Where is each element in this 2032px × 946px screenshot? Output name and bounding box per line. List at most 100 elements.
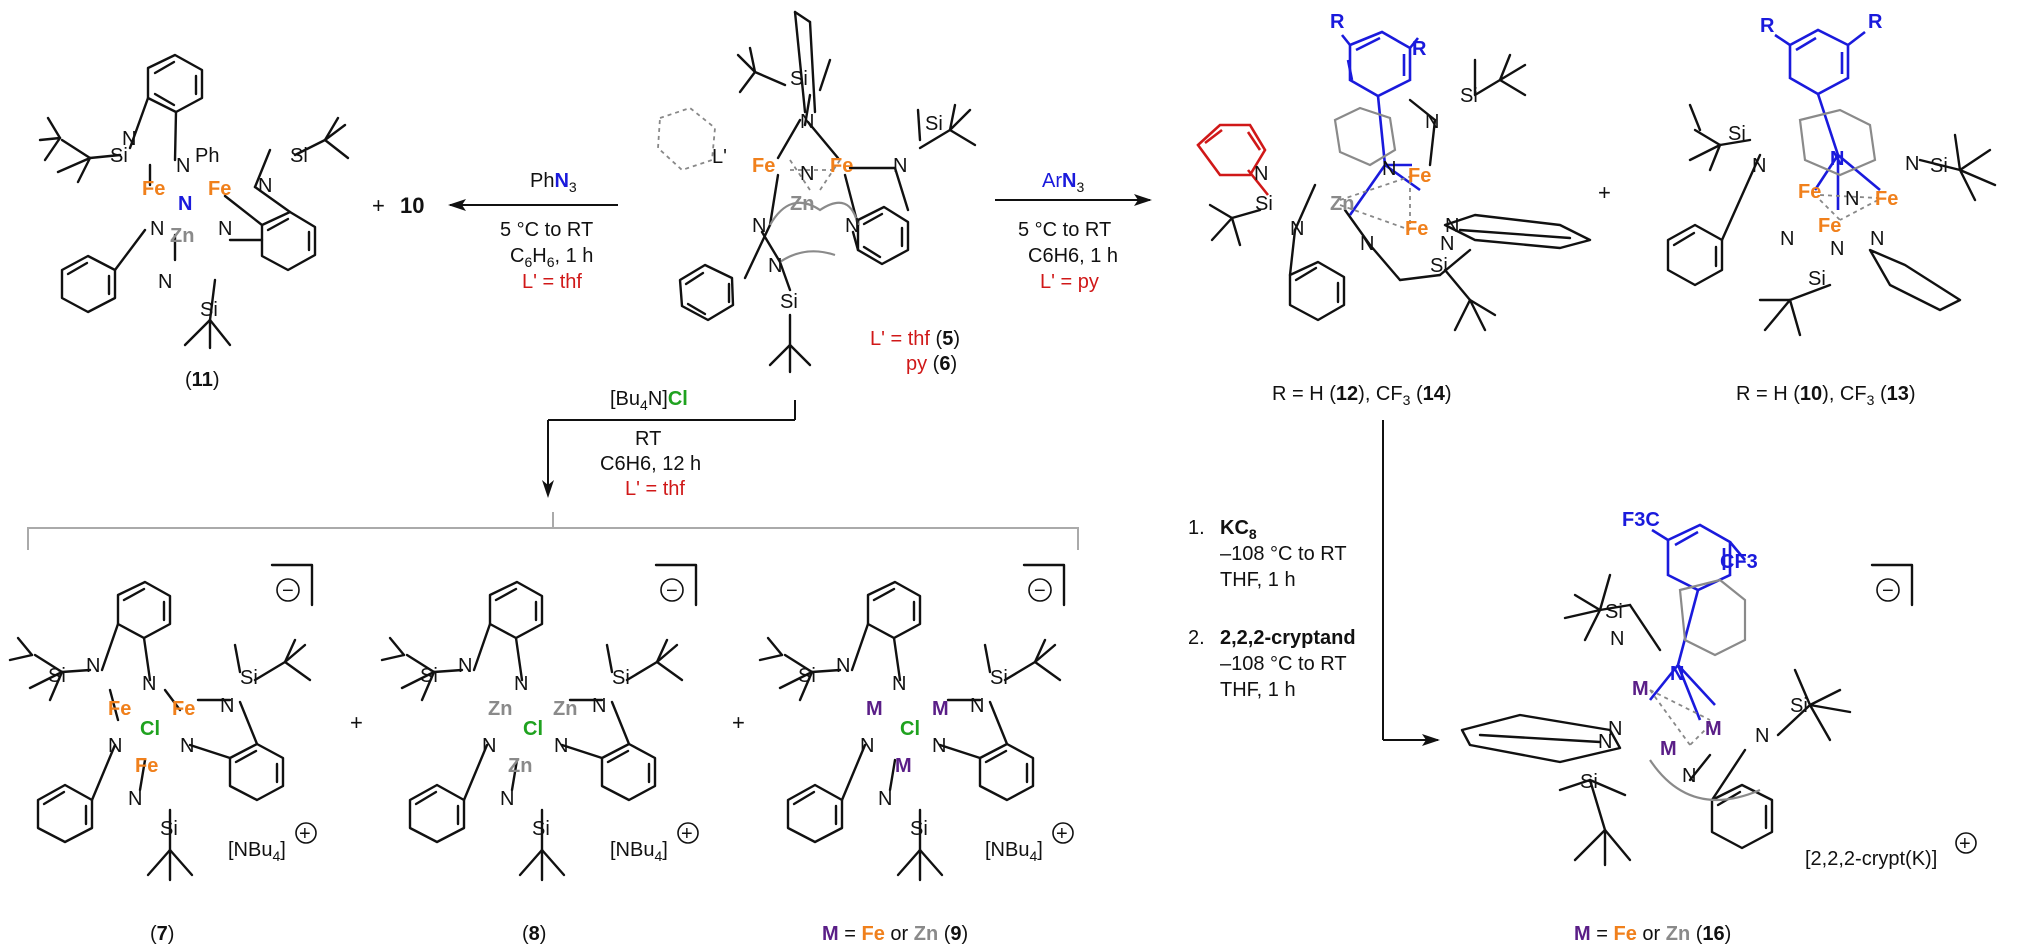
compound-11: Si N N Ph Fe N Fe N Si N Zn N N Si (11) xyxy=(38,53,350,391)
n-label: N xyxy=(158,271,172,293)
compound-9: Si N N M M Cl N Si N N M N Si [NBu4] + −… xyxy=(758,563,1074,945)
plus-charge: + xyxy=(681,823,693,845)
si-label: Si xyxy=(798,665,816,687)
n-label: N xyxy=(1830,238,1844,260)
n-azide-label: N xyxy=(178,193,192,215)
label-10-13: R = H (10), CF3 (13) xyxy=(1736,383,1916,408)
n-label: N xyxy=(514,673,528,695)
n-label: N xyxy=(892,673,906,695)
n-label: N xyxy=(1425,111,1439,133)
step2-solvent: THF, 1 h xyxy=(1220,679,1296,701)
m-label: M xyxy=(1705,718,1722,740)
m-label: M xyxy=(1632,678,1649,700)
compound-10-13: R R Si N Fe N N Fe Fe N Si N N N Si R = … xyxy=(1666,11,1997,408)
n-label: N xyxy=(1682,765,1696,787)
reaction-right: ArN3 5 °C to RT C6H6, 1 h L' = py xyxy=(995,170,1152,293)
compound-number-7: (7) xyxy=(150,923,174,945)
si-label: Si xyxy=(780,291,798,313)
n-label: N xyxy=(258,175,272,197)
si-label: Si xyxy=(110,145,128,167)
n-label: N xyxy=(180,735,194,757)
plus-left: + xyxy=(372,193,385,218)
label-12-14: R = H (12), CF3 (14) xyxy=(1272,383,1452,408)
plus-charge: + xyxy=(1959,833,1971,855)
n-label: N xyxy=(1905,153,1919,175)
si-label: Si xyxy=(240,667,258,689)
n-label: N xyxy=(1608,718,1622,740)
n-label: N xyxy=(108,735,122,757)
minus-charge: − xyxy=(1882,580,1894,602)
ligand-l-label: L' xyxy=(712,146,727,168)
counterion-nbu4: [NBu4] xyxy=(985,839,1043,864)
compound-8: Si N N Zn Zn Cl N Si N N Zn N Si [NBu4] … xyxy=(380,563,699,945)
n-label: N xyxy=(1598,731,1612,753)
solvent-right: C6H6, 1 h xyxy=(1028,245,1118,267)
fe-label: Fe xyxy=(752,155,775,177)
si-label: Si xyxy=(1580,771,1598,793)
reaction-reduction: 1. KC8 –108 °C to RT THF, 1 h 2. 2,2,2-c… xyxy=(1188,420,1440,746)
fe-label: Fe xyxy=(208,178,231,200)
n-label: N xyxy=(218,218,232,240)
n-label: N xyxy=(893,155,907,177)
si-label: Si xyxy=(532,818,550,840)
plus-charge: + xyxy=(1056,823,1068,845)
temp-right: 5 °C to RT xyxy=(1018,219,1111,241)
fe-label: Fe xyxy=(1818,215,1841,237)
m-label: M xyxy=(866,698,883,720)
si-label: Si xyxy=(1790,695,1808,717)
temp-left: 5 °C to RT xyxy=(500,219,593,241)
si-label: Si xyxy=(612,667,630,689)
zn-label: Zn xyxy=(790,193,814,215)
n-label: N xyxy=(1290,218,1304,240)
start-complex-5-6: L' Si N Fe Fe N Zn N Si N N N Si L' = th… xyxy=(657,10,977,375)
zn-label: Zn xyxy=(553,698,577,720)
n-label: N xyxy=(220,695,234,717)
step1-temp: –108 °C to RT xyxy=(1220,543,1347,565)
plus-12-10: + xyxy=(1598,180,1611,205)
n-label: N xyxy=(878,788,892,810)
fe-label: Fe xyxy=(1798,181,1821,203)
reagent-arn3: ArN3 xyxy=(1042,170,1084,195)
n-label: N xyxy=(970,695,984,717)
si-label: Si xyxy=(925,113,943,135)
si-label: Si xyxy=(1808,268,1826,290)
f3c-substituent: F3C xyxy=(1622,509,1660,531)
reagent-phn3: PhN3 xyxy=(530,170,577,195)
plus-7-8: + xyxy=(350,710,363,735)
fe-label: Fe xyxy=(1408,165,1431,187)
cl-label: Cl xyxy=(523,718,543,740)
compound-number-16: M = Fe or Zn (16) xyxy=(1574,923,1731,945)
si-label: Si xyxy=(1460,85,1478,107)
fe-label: Fe xyxy=(1405,218,1428,240)
si-label: Si xyxy=(790,68,808,90)
n-label: N xyxy=(142,673,156,695)
minus-charge: − xyxy=(1034,580,1046,602)
compound-number-8: (8) xyxy=(522,923,546,945)
step1-reagent: KC8 xyxy=(1220,517,1257,542)
product-10-left: 10 xyxy=(400,193,424,218)
n-label: N xyxy=(458,655,472,677)
step2-temp: –108 °C to RT xyxy=(1220,653,1347,675)
si-label: Si xyxy=(1255,193,1273,215)
temp-down: RT xyxy=(635,428,661,450)
counterion-nbu4: [NBu4] xyxy=(228,839,286,864)
n-label: N xyxy=(752,215,766,237)
minus-charge: − xyxy=(282,580,294,602)
r-substituent: R xyxy=(1868,11,1883,33)
cl-label: Cl xyxy=(140,718,160,740)
n-azide-label: N xyxy=(1670,663,1684,685)
n-label: N xyxy=(800,111,814,133)
n-label: N xyxy=(1445,215,1459,237)
reaction-left: PhN3 5 °C to RT C6H6, 1 h L' = thf + 10 xyxy=(372,170,618,293)
compound-7: Si N N Fe Fe Cl N Si N N Fe N Si [NBu4] … xyxy=(8,563,317,945)
n-label: N xyxy=(500,788,514,810)
ligand-left: L' = thf xyxy=(522,271,582,293)
n-label: N xyxy=(1845,188,1859,210)
reagent-bu4ncl: [Bu4N]Cl xyxy=(610,388,688,413)
n-label: N xyxy=(1610,628,1624,650)
zn-label: Zn xyxy=(488,698,512,720)
si-label: Si xyxy=(1930,155,1948,177)
ph-label: Ph xyxy=(195,145,219,167)
n-label: N xyxy=(176,155,190,177)
